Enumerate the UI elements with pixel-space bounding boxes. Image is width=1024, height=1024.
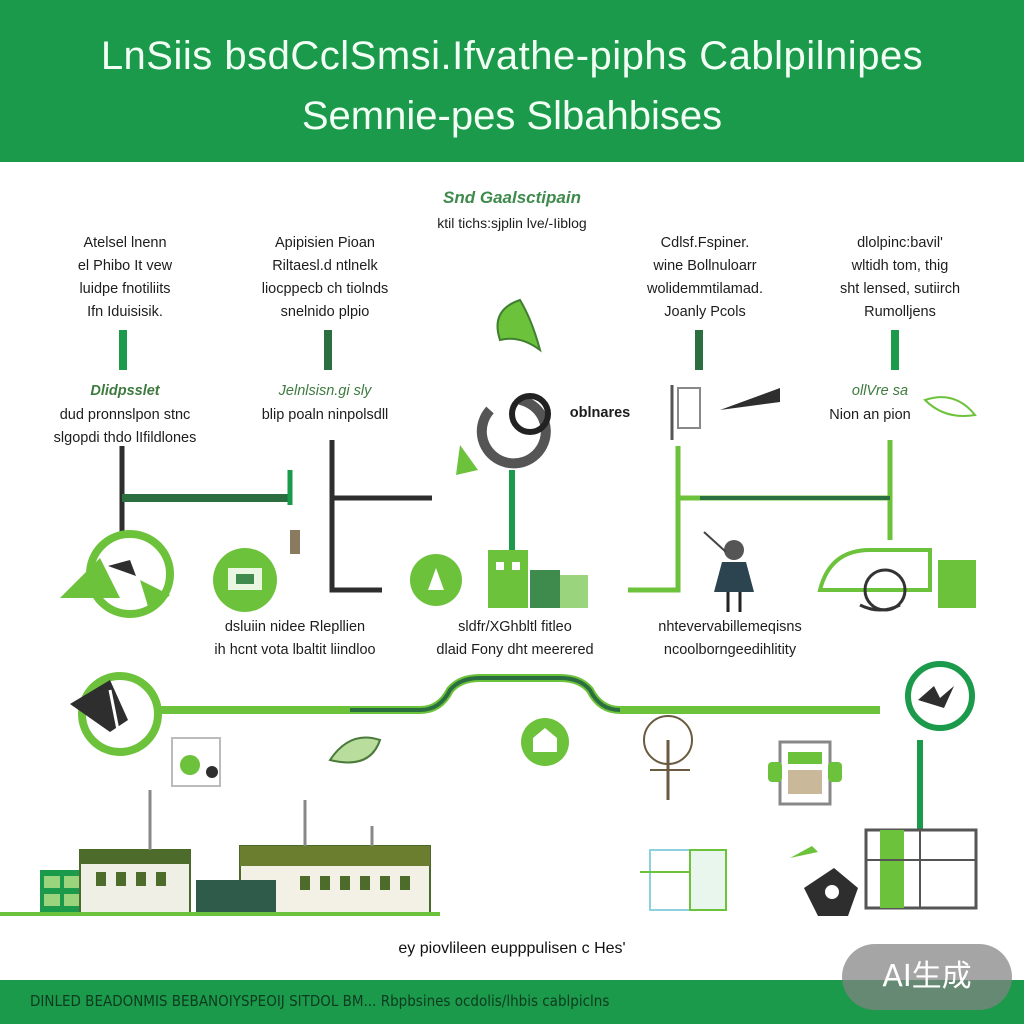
leaf-icon (923, 396, 977, 417)
greenhouse-icon (790, 828, 978, 916)
header-banner (0, 0, 1024, 162)
top-label-4: dlolpinc:bavil' wltidh tom, thig sht len… (839, 235, 961, 320)
ai-generated-badge: AI生成 (842, 944, 1012, 1010)
mid-label-2-text: blip poaln ninpolsdll (261, 407, 389, 423)
end-arrow-icon (905, 661, 975, 840)
factory-skyline (0, 790, 440, 916)
connector-tick (891, 330, 899, 370)
machinery-icon (817, 548, 976, 612)
start-arrow-icon (70, 672, 162, 756)
header-subtitle: Semnie-pes Slbahbises (301, 94, 723, 138)
center-cycle-icon (456, 298, 551, 475)
flag-icon (670, 385, 780, 440)
top-label-2: Apipisien Pioan Riltaesl.d ntlnelk liocp… (261, 235, 389, 320)
row2-label-2: sldfr/XGhbltl fitleo dlaid Fony dht meer… (436, 619, 594, 658)
mid-label-4-text: Nion an pion (829, 407, 911, 423)
marker-icon (290, 530, 300, 554)
connector-tick (119, 330, 127, 370)
footer-text: DINLED BEADONMIS BEBANOIYSPEOIJ SITDOL B… (30, 992, 610, 1010)
top-label-3: Cdlsf.Fspiner. wine Bollnuloarr wolidemm… (646, 235, 764, 320)
mid-label-2-title: Jelnlsisn.gi sly (278, 383, 372, 399)
leaf-sketch-icon (328, 736, 382, 764)
mid-label-1-title: Dlidpsslet (90, 383, 160, 399)
connector-tick (695, 330, 703, 370)
bottom-caption: ey piovlileen eupppulisen c Hes' (398, 940, 626, 957)
row2-label-1: dsluiin nidee Rlepllien ih hcnt vota lba… (214, 619, 376, 658)
center-subtitle: ktil tichs:sjplin lve/-Iiblog (437, 215, 587, 231)
mid-label-3-text: oblnares (569, 405, 631, 421)
header-title: LnSiis bsdCclSmsi.Ifvathe-piphs Cablpiln… (100, 34, 924, 78)
center-title: Snd Gaalsctipain (443, 188, 581, 207)
plant-badge-icon (410, 554, 462, 606)
person-icon (703, 531, 754, 612)
house-badge-icon (521, 718, 569, 766)
tree-icon (643, 715, 693, 800)
factory-badge-icon (213, 548, 277, 612)
top-label-1: Atelsel lnenn el Phibo It vew luidpe fno… (77, 235, 173, 320)
mid-label-4-title: ollVre sa (851, 383, 909, 399)
connector-tick (324, 330, 332, 370)
buildings-icon (488, 550, 588, 608)
row2-label-3: nhtevervabillemeqisns ncoolborngeedihlit… (658, 619, 802, 658)
document-building-icon (768, 740, 842, 806)
gear-sketch-icon (171, 737, 221, 787)
mid-label-1-text: dud pronnslpon stnc slgopdi thdo lIfildl… (53, 407, 197, 446)
solar-building-icon (640, 849, 727, 911)
recycle-hand-icon (60, 530, 174, 618)
